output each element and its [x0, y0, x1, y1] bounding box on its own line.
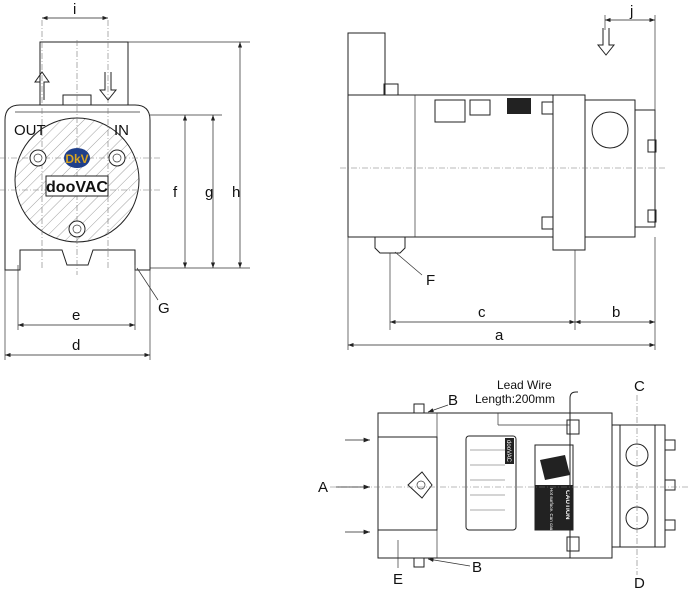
callout-a: A: [318, 479, 328, 496]
bottom-flange: [569, 412, 613, 559]
inlet-arrow-icon: [596, 28, 616, 56]
callout-g: G: [158, 300, 170, 317]
hand-warning-icon: [540, 455, 570, 480]
base-plate: [377, 436, 438, 531]
lead-wire-length: Length:200mm: [475, 392, 555, 406]
port-in-label: IN: [114, 122, 129, 139]
brand-label: dooVAC: [46, 179, 108, 196]
callout-d: D: [634, 575, 645, 592]
callout-c: C: [634, 378, 645, 395]
front-view: OUT IN DkV dooVAC i h g f e d: [0, 1, 250, 360]
nameplate-brand: dooVAC: [505, 440, 511, 463]
dim-b-label: b: [612, 304, 620, 321]
port-out-label: OUT: [14, 122, 46, 139]
port-circle: [591, 111, 629, 149]
dim-a-label: a: [495, 327, 504, 344]
callout-b-bottom: B: [472, 559, 482, 576]
lead-wire-label: Lead Wire: [497, 378, 552, 392]
dim-f-label: f: [173, 184, 178, 201]
callout-b-top: B: [448, 392, 458, 409]
out-arrow-icon: [34, 71, 50, 100]
in-arrow-icon: [98, 72, 118, 101]
port-block: [39, 41, 129, 106]
callout-f: F: [426, 272, 435, 289]
nameplate: [465, 435, 517, 531]
pump-head: [584, 99, 636, 238]
housing: [4, 104, 151, 271]
dim-h-label: h: [232, 184, 240, 201]
dim-i-label: i: [73, 1, 76, 18]
side-caution-label: [507, 98, 531, 114]
flange: [552, 94, 586, 251]
dim-c-label: c: [478, 304, 486, 321]
dkv-logo: DkV: [64, 148, 90, 168]
caution-title: CAUTION: [564, 490, 571, 520]
callout-e: E: [393, 571, 403, 588]
dim-j-label: j: [629, 3, 633, 20]
arrow-a-icon: [336, 437, 370, 535]
dim-g-label: g: [205, 184, 213, 201]
dim-e-label: e: [72, 307, 80, 324]
dim-d-label: d: [72, 337, 80, 354]
side-view: j c b a F: [340, 3, 665, 350]
side-nameplate: [434, 99, 466, 123]
lead-wire: [569, 391, 578, 415]
svg-text:DkV: DkV: [65, 152, 88, 166]
bottom-view: dooVAC CAUTION Hot surface. Can cause bu…: [318, 378, 688, 592]
brand-plate: [45, 175, 109, 197]
caution-text: Hot surface. Can cause burns.: [549, 488, 554, 549]
terminal-box: [347, 32, 386, 96]
mount-triangle: [407, 471, 433, 499]
foot-f: [374, 237, 406, 254]
bolt-icon: [29, 149, 126, 238]
